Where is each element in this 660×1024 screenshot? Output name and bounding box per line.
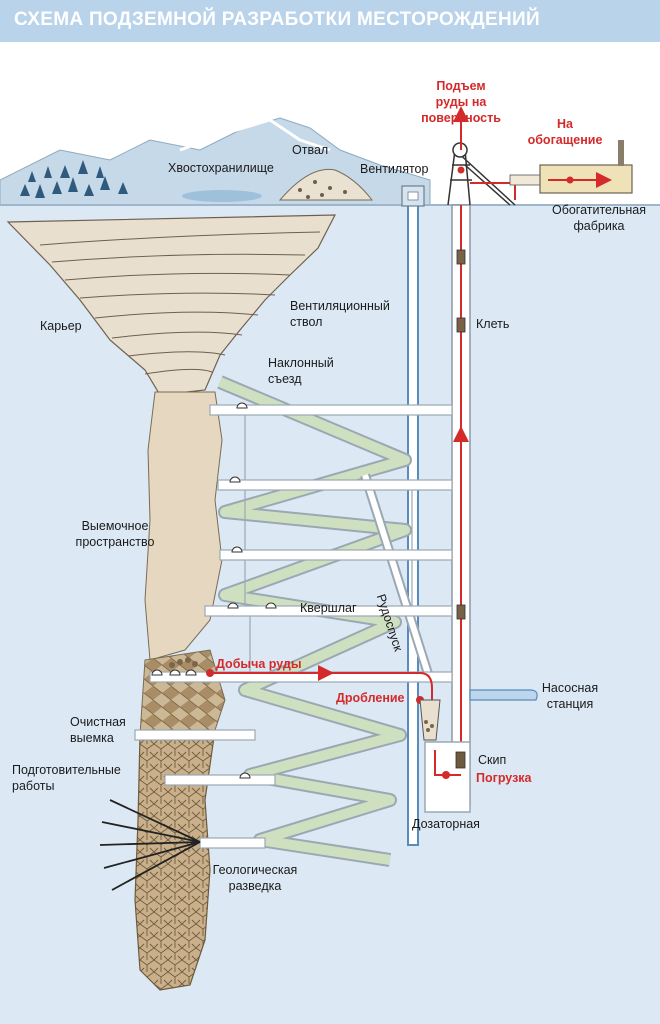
tree-icon — [20, 160, 128, 198]
conveyor — [509, 174, 541, 186]
label-crosscut: Квершлаг — [300, 601, 357, 615]
label-to-concentration: На обогащение — [520, 116, 610, 148]
mined-space — [144, 391, 223, 661]
label-cage: Клеть — [476, 317, 510, 331]
pump-station — [469, 689, 538, 701]
label-vent-shaft-2: ствол — [290, 315, 323, 329]
page-title: СХЕМА ПОДЗЕМНОЙ РАЗРАБОТКИ МЕСТОРОЖДЕНИЙ — [14, 9, 540, 30]
label-geo-1: Геологическая — [212, 863, 298, 877]
label-plant-2: фабрика — [573, 219, 625, 233]
label-lift-1: Подъем — [436, 79, 486, 93]
label-ramp-2: съезд — [268, 372, 302, 386]
label-to-conc-2: обогащение — [527, 133, 603, 147]
label-quarry: Карьер — [40, 319, 82, 333]
cage-icon — [456, 249, 466, 265]
label-fan: Вентилятор — [360, 162, 429, 176]
dump-pile — [278, 168, 374, 201]
label-pump-1: Насосная — [541, 681, 599, 695]
label-ramp: Наклонный съезд — [268, 355, 334, 387]
label-lift-2: руды на — [435, 95, 487, 109]
label-dosing: Дозаторная — [412, 817, 480, 831]
label-plant: Обогатительная фабрика — [544, 202, 654, 234]
label-ramp-1: Наклонный — [268, 356, 334, 370]
label-tailings: Хвостохранилище — [168, 161, 274, 175]
title-bar — [0, 0, 660, 42]
label-vent-shaft: Вентиляционный ствол — [290, 298, 390, 330]
label-vent-shaft-1: Вентиляционный — [290, 299, 390, 313]
label-pump-2: станция — [546, 697, 594, 711]
label-prep-2: работы — [12, 779, 55, 793]
label-loading: Погрузка — [476, 771, 532, 785]
ore-cart-icon — [151, 402, 277, 779]
label-stoping-2: выемка — [70, 731, 114, 745]
label-mined-2: пространство — [75, 535, 155, 549]
label-crushing: Дробление — [336, 691, 405, 705]
label-skip: Скип — [478, 753, 507, 767]
label-lift-3: поверхность — [421, 111, 501, 125]
label-prep-1: Подготовительные — [12, 763, 121, 777]
label-mined-space: Выемочное пространство — [60, 518, 170, 550]
label-mined-1: Выемочное — [81, 519, 149, 533]
label-pump: Насосная станция — [530, 680, 610, 712]
label-lift: Подъем руды на поверхность — [416, 78, 506, 126]
exploration-drill-lines — [99, 799, 201, 891]
label-plant-1: Обогатительная — [551, 203, 647, 217]
skip-icon — [455, 751, 466, 769]
label-dump: Отвал — [292, 143, 329, 157]
label-stoping-1: Очистная — [70, 715, 126, 729]
headframe-icon — [447, 142, 516, 206]
label-geo: Геологическая разведка — [200, 862, 310, 894]
label-mining: Добыча руды — [216, 657, 302, 671]
crusher — [419, 699, 441, 741]
label-to-conc-1: На — [557, 117, 573, 131]
label-stoping: Очистная выемка — [70, 714, 126, 746]
label-geo-2: разведка — [228, 879, 282, 893]
quarry — [6, 214, 336, 396]
label-prep: Подготовительные работы — [12, 762, 121, 794]
stoping-zone — [139, 649, 226, 736]
